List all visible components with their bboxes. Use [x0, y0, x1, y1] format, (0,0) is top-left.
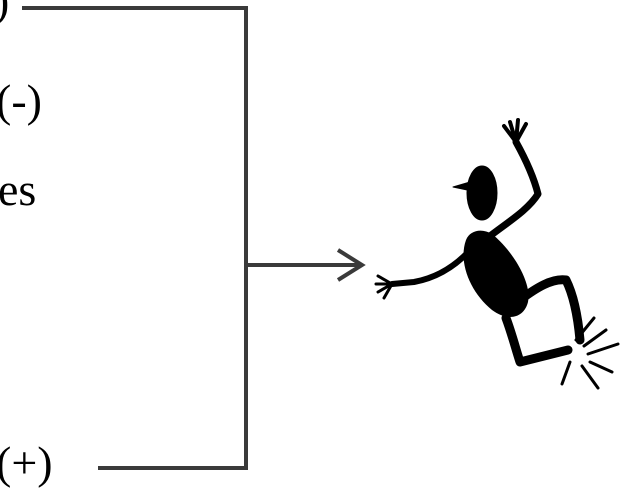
bracket-connector — [22, 6, 366, 470]
figure-cap-brim — [452, 181, 473, 192]
diagram-canvas — [22, 6, 620, 470]
figure-outstretched-hand — [374, 274, 394, 300]
figure-leg-front — [501, 313, 573, 367]
figure-torso — [463, 230, 529, 317]
cropped-text-top: ) — [0, 0, 9, 24]
figure-raised-arm — [486, 138, 542, 240]
cropped-text-minus: (-) — [0, 75, 42, 126]
arrow-head — [336, 248, 366, 282]
figure-raised-hand — [502, 118, 528, 144]
falling-person-icon — [374, 118, 620, 390]
figure-head — [466, 165, 498, 221]
figure-splash — [560, 316, 620, 390]
cropped-text-es: es — [0, 164, 37, 215]
figure-leg-back — [515, 275, 585, 345]
bracket-top-arm — [22, 6, 248, 470]
figure-outstretched-arm — [389, 245, 475, 287]
